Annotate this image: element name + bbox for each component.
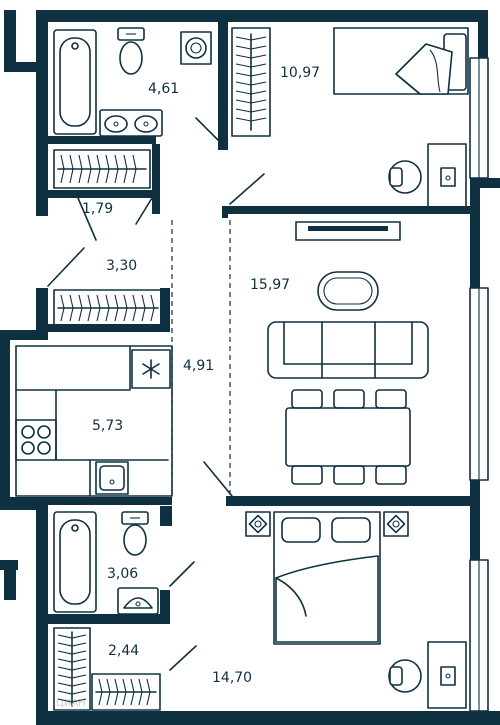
- corner-column: [4, 10, 40, 72]
- ottoman: [317, 271, 379, 311]
- hanger-mark: [114, 294, 119, 322]
- area-label-living-room: 15,97: [250, 277, 290, 293]
- hall-wardrobe: [53, 289, 163, 327]
- nightstand-right: [383, 511, 409, 537]
- hanger-mark: [57, 682, 87, 687]
- sofa: [267, 321, 429, 379]
- area-label-hall: 3,30: [106, 258, 137, 274]
- hanger-mark: [235, 90, 267, 95]
- area-label-corridor: 4,91: [183, 358, 214, 374]
- hanger-mark: [69, 154, 74, 184]
- hanger-mark: [235, 108, 267, 113]
- toilet-1: [117, 27, 145, 75]
- desk-2: [388, 641, 467, 709]
- hanger-mark: [57, 674, 87, 679]
- corner-stub-bottom-left: [0, 560, 18, 600]
- hanger-mark: [87, 294, 92, 322]
- bed-2: [273, 511, 381, 645]
- hanger-mark: [132, 154, 137, 184]
- outer-walls: [0, 10, 500, 725]
- hanger-mark: [78, 294, 83, 322]
- hanger-mark: [235, 36, 267, 41]
- hanger-mark: [57, 650, 87, 655]
- watermark: ЦИАН: [56, 698, 86, 709]
- hanger-mark: [57, 642, 87, 647]
- hanger-mark: [87, 154, 92, 184]
- area-label-kitchen: 5,73: [92, 418, 123, 434]
- hanger-mark: [235, 63, 267, 68]
- toilet-2: [121, 511, 149, 556]
- hanger-mark: [106, 678, 111, 706]
- hanger-mark: [122, 678, 127, 706]
- bathtub-1: [53, 29, 97, 135]
- hanger-mark: [105, 154, 110, 184]
- window-living-room: [469, 287, 489, 481]
- kitchen-sink-icon: [95, 461, 129, 495]
- hanger-mark: [150, 294, 155, 322]
- bathtub-2: [53, 511, 97, 613]
- washing-machine: [180, 31, 212, 65]
- area-label-bedroom-1: 10,97: [280, 65, 320, 81]
- hanger-mark: [141, 294, 146, 322]
- hanger-mark: [57, 658, 87, 663]
- hanger-mark: [105, 294, 110, 322]
- hanger-mark: [123, 294, 128, 322]
- nightstand-left: [245, 511, 271, 537]
- door-openings: [47, 117, 265, 671]
- hanger-mark: [60, 154, 65, 184]
- hanger-mark: [96, 154, 101, 184]
- area-label-wardrobe-2: 2,44: [108, 643, 139, 659]
- hanger-mark: [235, 54, 267, 59]
- hanger-mark: [69, 294, 74, 322]
- hanger-mark: [57, 666, 87, 671]
- hanger-mark: [235, 117, 267, 122]
- hanger-mark: [123, 154, 128, 184]
- hanger-mark: [114, 678, 119, 706]
- area-label-bedroom-2: 14,70: [212, 670, 252, 686]
- hanger-mark: [57, 690, 87, 695]
- double-sink: [99, 109, 163, 137]
- dining-table: [285, 389, 411, 485]
- wardrobe-bedroom-1: [231, 27, 271, 137]
- hanger-mark: [235, 45, 267, 50]
- hanger-mark: [114, 154, 119, 184]
- hanger-mark: [78, 154, 83, 184]
- hanger-mark: [235, 99, 267, 104]
- area-label-bathroom-1: 4,61: [148, 81, 179, 97]
- bed-1: [333, 27, 469, 95]
- hanger-mark: [98, 678, 103, 706]
- washbasin-2: [117, 587, 159, 615]
- hanger-mark: [132, 294, 137, 322]
- hanger-mark: [138, 678, 143, 706]
- window-bedroom-2: [469, 559, 489, 712]
- hanger-mark: [57, 634, 87, 639]
- hob-icon: [15, 419, 57, 461]
- hanger-mark: [57, 698, 87, 703]
- tv-stand: [295, 221, 401, 241]
- hanger-mark: [60, 294, 65, 322]
- hanger-mark: [130, 678, 135, 706]
- hanger-mark: [235, 72, 267, 77]
- interior-walls: [0, 10, 480, 624]
- area-label-bathroom-2: 3,06: [107, 566, 138, 582]
- extractor-icon: [131, 349, 171, 389]
- hanger-mark: [235, 81, 267, 86]
- hanger-mark: [146, 678, 151, 706]
- hanger-mark: [96, 294, 101, 322]
- area-label-wardrobe-1: 1,79: [82, 201, 113, 217]
- window-bedroom-1: [469, 57, 489, 179]
- desk-1: [388, 143, 467, 211]
